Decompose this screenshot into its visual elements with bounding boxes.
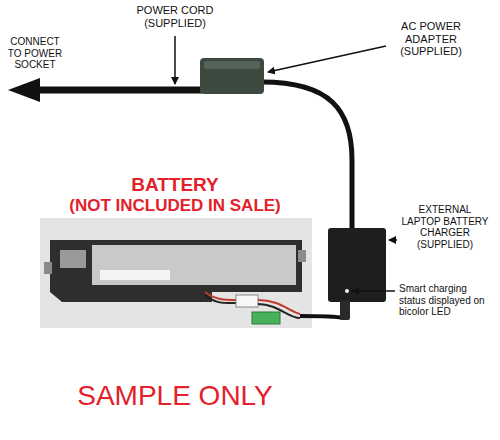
connector [236, 295, 258, 307]
dc-plug [340, 300, 350, 320]
battery-sticker [60, 250, 86, 268]
power-cord [36, 87, 202, 94]
callout-label: EXTERNAL LAPTOP BATTERY CHARGER (SUPPLIE… [398, 204, 492, 250]
ac-power-adapter [200, 58, 264, 94]
bicolor-led [345, 289, 349, 293]
battery-tab [44, 262, 52, 274]
green-connector [252, 312, 280, 324]
barcode [100, 270, 170, 280]
charger-cable [300, 316, 343, 318]
battery-pack [50, 240, 302, 302]
leader-line [352, 290, 395, 292]
warning-heading: BATTERY [75, 174, 275, 196]
leader-line [174, 36, 176, 84]
callout-label: CONNECT TO POWER SOCKET [4, 36, 66, 71]
adapter-highlight [204, 61, 260, 69]
battery-sticker [92, 245, 296, 285]
watermark: SAMPLE ONLY [50, 380, 300, 412]
wire [205, 295, 236, 303]
callout-label: POWER CORD (SUPPLIED) [130, 4, 220, 29]
callout-label: AC POWER ADAPTER (SUPPLIED) [390, 20, 472, 58]
battery-tab [298, 250, 306, 262]
leader-line [268, 46, 386, 72]
photo-background [40, 218, 312, 328]
warning-note: (NOT INCLUDED IN SALE) [52, 196, 298, 216]
socket-arrowhead [8, 78, 40, 102]
callout-label: Smart charging status displayed on bicol… [399, 283, 491, 318]
leader-line [389, 239, 397, 241]
